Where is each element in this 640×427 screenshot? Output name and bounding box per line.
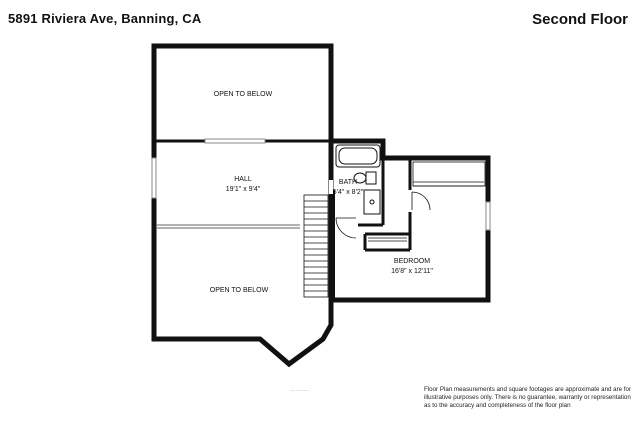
staircase bbox=[303, 194, 329, 298]
bedroom-door bbox=[411, 191, 431, 211]
window-hall-top bbox=[204, 138, 266, 144]
label-open-to-below-bottom: OPEN TO BELOW bbox=[209, 287, 269, 294]
label-open-to-below-top: OPEN TO BELOW bbox=[213, 91, 273, 98]
window-hall-left bbox=[151, 157, 157, 199]
sink bbox=[363, 189, 381, 215]
label-bedroom: BEDROOM 16'8" x 12'11" bbox=[391, 258, 433, 275]
floor-title: Second Floor bbox=[532, 11, 628, 28]
scale-mark: — — — · bbox=[290, 388, 311, 394]
closet bbox=[368, 161, 486, 242]
property-address: 5891 Riviera Ave, Banning, CA bbox=[8, 11, 202, 26]
toilet bbox=[353, 171, 377, 185]
bathtub bbox=[335, 144, 381, 168]
label-bath: BATH 5'4" x 8'2" bbox=[332, 179, 364, 196]
left-block-wall bbox=[151, 43, 334, 368]
disclaimer-text: Floor Plan measurements and square foota… bbox=[424, 386, 632, 409]
bath-door bbox=[335, 217, 357, 239]
label-hall: HALL 19'1" x 9'4" bbox=[225, 176, 261, 193]
window-bedroom-right bbox=[485, 201, 491, 231]
